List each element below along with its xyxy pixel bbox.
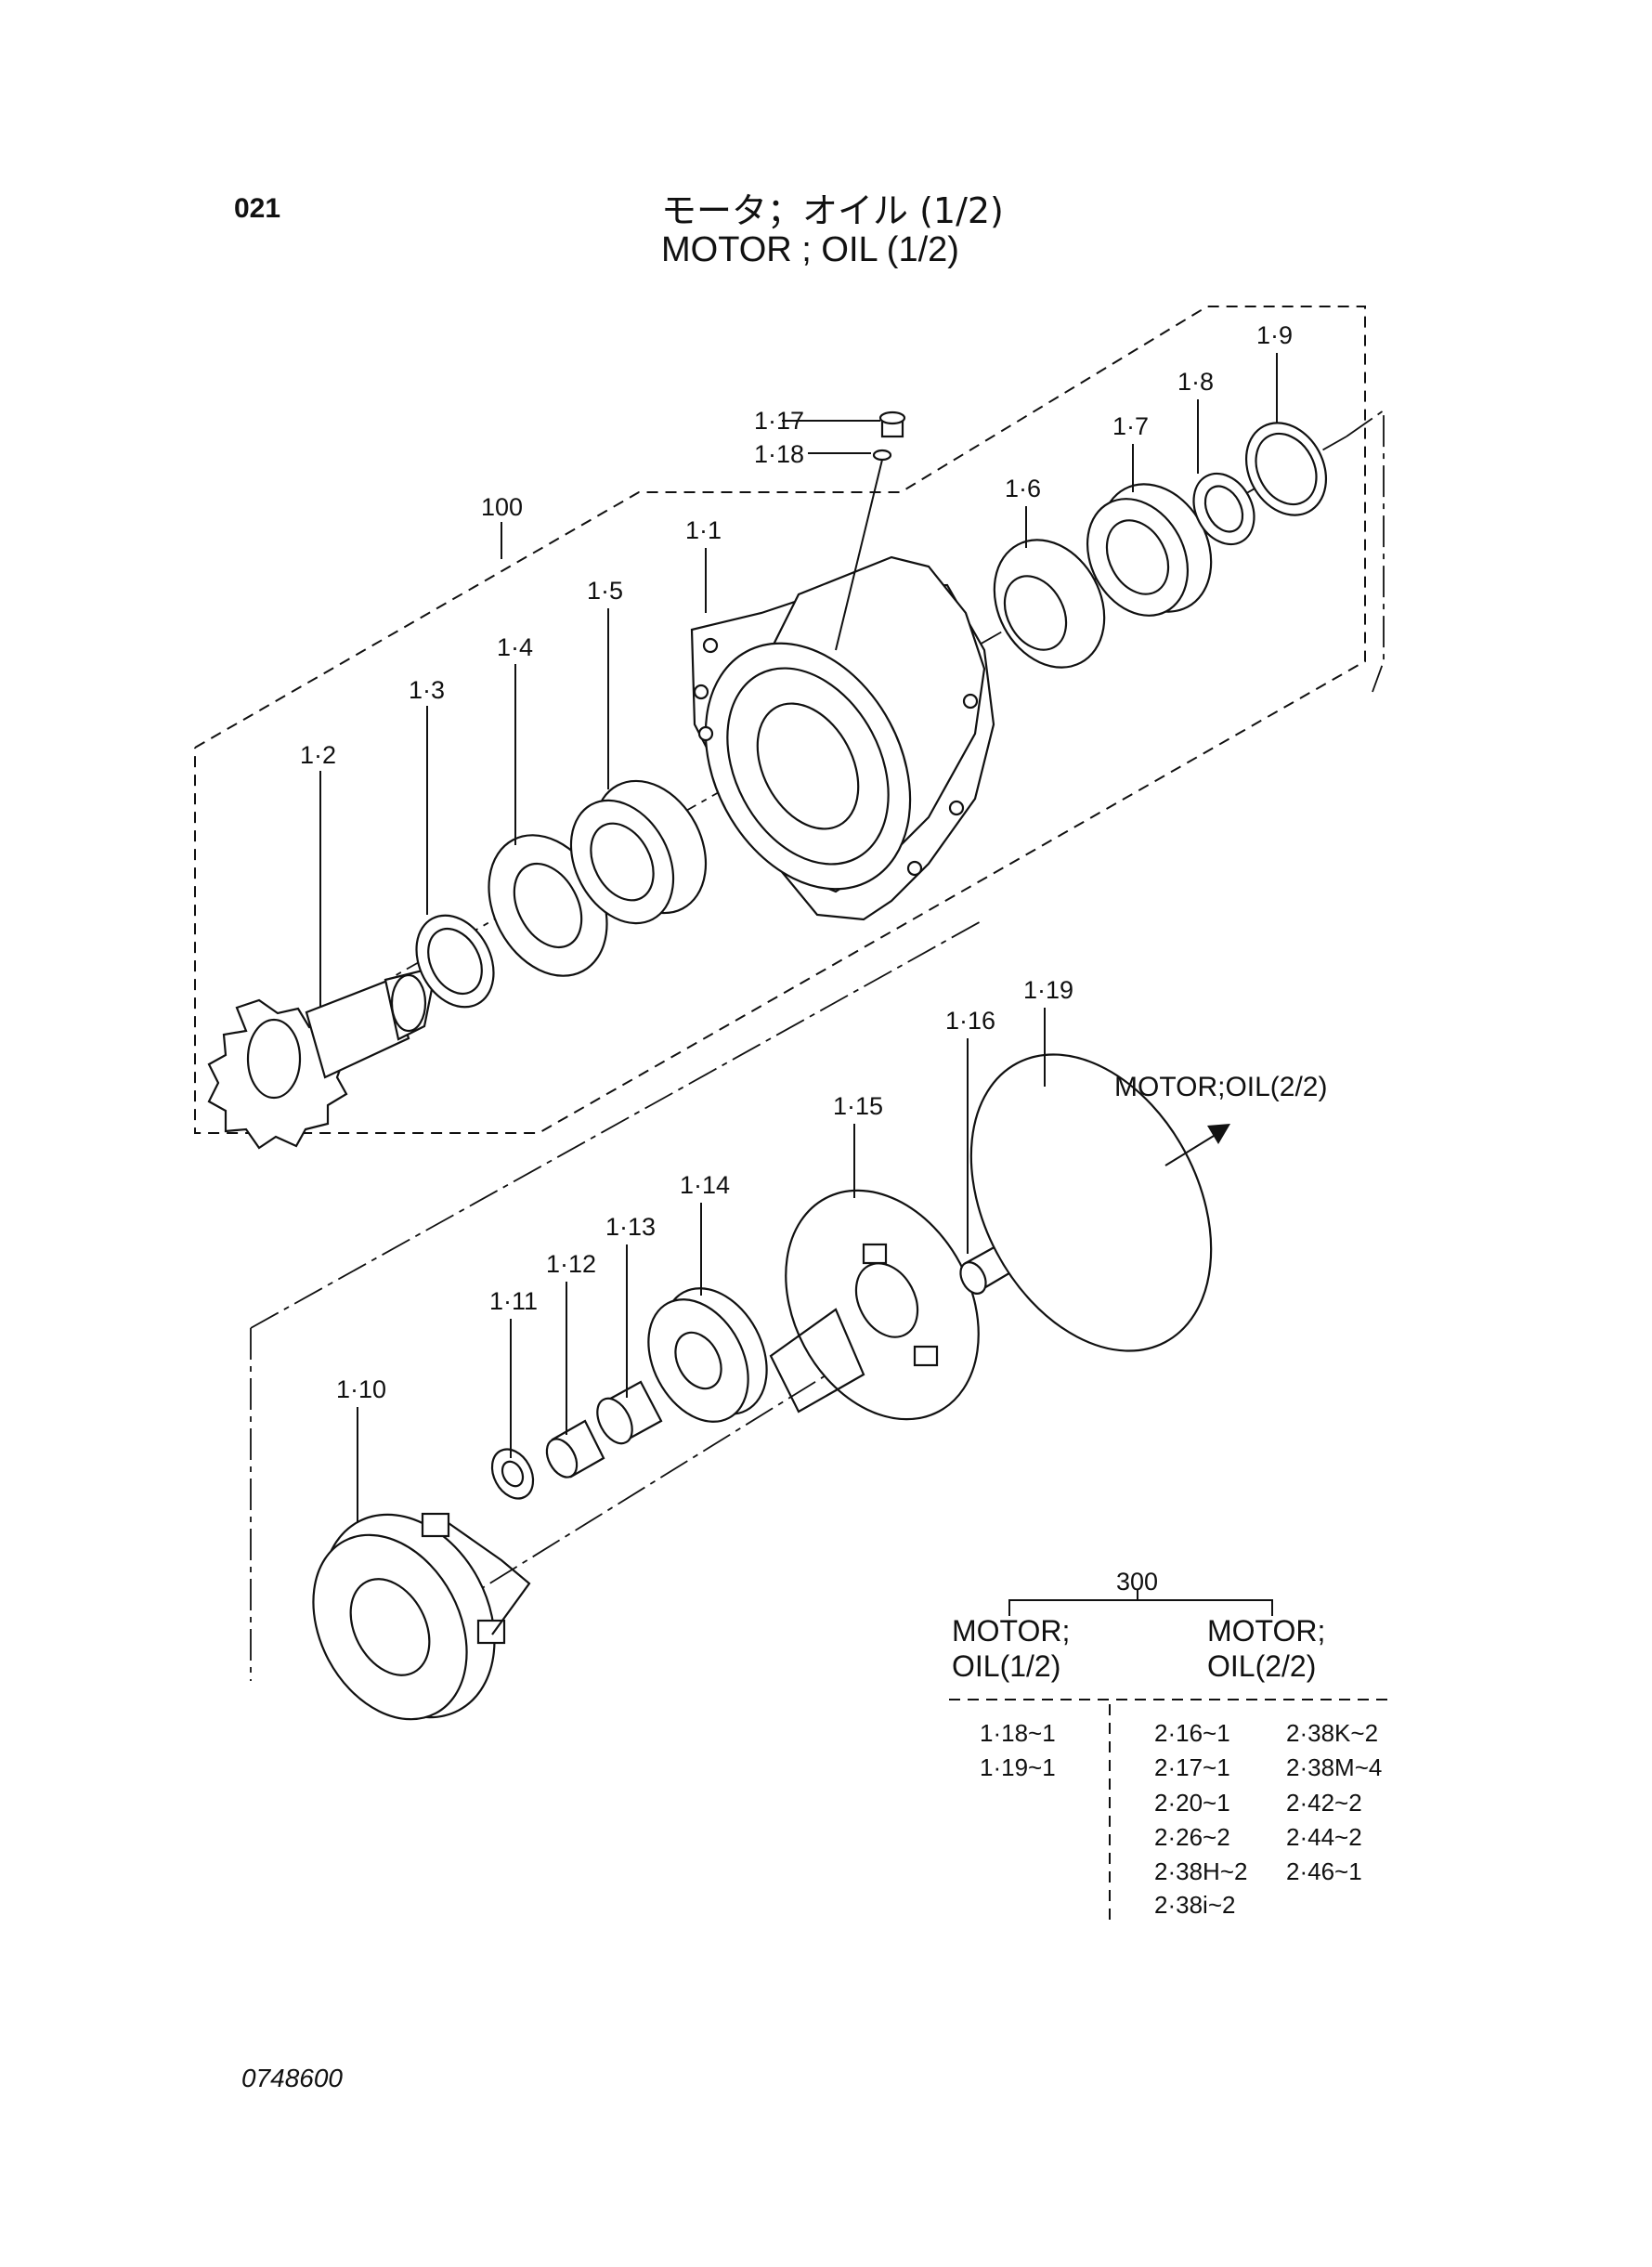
ref-right-item: 2·38M~4 [1286, 1753, 1382, 1781]
assembly-100-label: 100 [481, 493, 523, 521]
ref-left-header-2: OIL(1/2) [952, 1649, 1060, 1683]
part-1-12-bushing [545, 1419, 605, 1479]
callout-1-3: 1·3 [409, 676, 445, 704]
ref-right-item: 2·38H~2 [1154, 1857, 1247, 1885]
ref-right-item: 2·38i~2 [1154, 1891, 1235, 1919]
callout-1-14: 1·14 [680, 1171, 730, 1199]
callout-1-8: 1·8 [1177, 368, 1214, 396]
part-1-17-plug [878, 410, 906, 438]
title-japanese: モータ；オイル (1/2) [661, 190, 1004, 231]
reference-table: 300 MOTOR; OIL(1/2) MOTOR; OIL(2/2) 1·18… [949, 1568, 1393, 1922]
callout-1-18: 1·18 [754, 440, 804, 468]
group-boundary-lower [250, 919, 985, 1329]
ref-left-header-1: MOTOR; [952, 1614, 1070, 1648]
callout-1-16: 1·16 [945, 1007, 995, 1035]
part-1-18-o-ring [872, 449, 892, 462]
ref-right-item: 2·46~1 [1286, 1857, 1362, 1885]
ref-right-header-2: OIL(2/2) [1207, 1649, 1316, 1683]
callout-1-2: 1·2 [300, 741, 336, 769]
part-1-11-washer [490, 1448, 535, 1500]
ref-left-item: 1·19~1 [980, 1753, 1056, 1781]
part-1-2-pinion-shaft [207, 969, 434, 1150]
document-number: 0748600 [241, 2064, 344, 2092]
callout-1-5: 1·5 [587, 577, 623, 605]
group-boundary [1346, 409, 1385, 693]
callout-1-10: 1·10 [336, 1375, 386, 1403]
callout-1-4: 1·4 [497, 633, 533, 661]
ref-right-item: 2·42~2 [1286, 1789, 1362, 1817]
callout-1-17: 1·17 [754, 407, 804, 435]
part-1-10-carrier [312, 1512, 531, 1721]
ref-left-item: 1·18~1 [980, 1719, 1056, 1747]
continuation-label: MOTOR;OIL(2/2) [1114, 1072, 1327, 1102]
callout-1-7: 1·7 [1112, 412, 1149, 440]
part-1-7-bearing [1086, 483, 1213, 617]
part-1-13-needle-bearing [596, 1380, 663, 1445]
part-1-9-ring [1244, 422, 1328, 516]
callout-1-13: 1·13 [605, 1213, 656, 1241]
leader-lines [319, 353, 1278, 1523]
title-english: MOTOR ; OIL (1/2) [661, 230, 959, 269]
callout-1-15: 1·15 [833, 1092, 883, 1120]
part-1-3-ring [415, 914, 495, 1009]
ref-right-header-1: MOTOR; [1207, 1614, 1325, 1648]
callout-1-12: 1·12 [546, 1250, 596, 1278]
ref-right-item: 2·17~1 [1154, 1753, 1230, 1781]
continuation-arrow-icon [1207, 1124, 1230, 1144]
assembly-100-boundary [194, 306, 1366, 1134]
part-1-1-housing [690, 555, 995, 921]
ref-right-item: 2·38K~2 [1286, 1719, 1378, 1747]
callout-1-6: 1·6 [1005, 475, 1041, 502]
page-code: 021 [234, 193, 281, 224]
ref-right-item: 2·20~1 [1154, 1789, 1230, 1817]
part-1-15-thrust-plate [769, 1189, 980, 1421]
ref-right-item: 2·26~2 [1154, 1823, 1230, 1851]
part-1-5-bearing [569, 779, 708, 925]
callout-1-1: 1·1 [685, 516, 722, 544]
callout-1-11: 1·11 [489, 1287, 538, 1315]
callout-1-19: 1·19 [1023, 976, 1073, 1004]
callout-1-9: 1·9 [1256, 321, 1293, 349]
part-1-8-nut [1192, 472, 1255, 546]
part-1-14-planet-gear [647, 1287, 768, 1423]
ref-right-item: 2·16~1 [1154, 1719, 1230, 1747]
ref-right-item: 2·44~2 [1286, 1823, 1362, 1851]
part-1-6-seal [993, 539, 1106, 669]
